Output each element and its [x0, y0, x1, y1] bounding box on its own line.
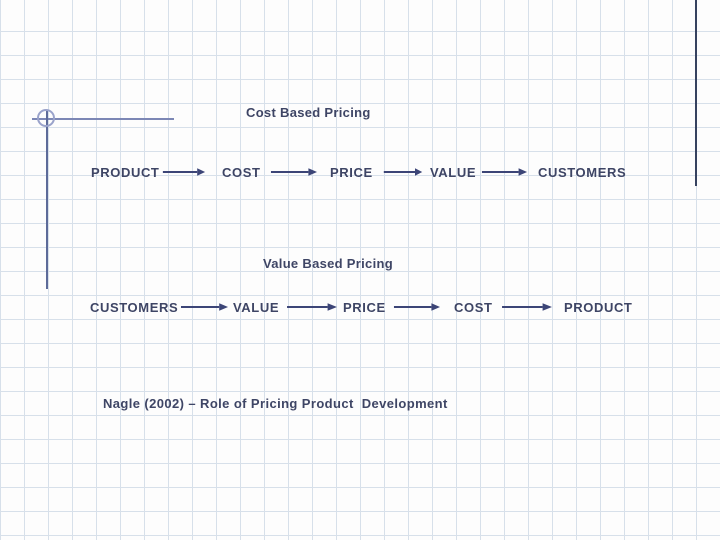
flow-title-value-based: Value Based Pricing — [263, 256, 393, 271]
horizontal-accent-line — [32, 118, 174, 120]
flow1-step-product: PRODUCT — [91, 165, 160, 180]
arrow-right-icon — [383, 167, 423, 177]
flow2-step-cost: COST — [454, 300, 493, 315]
arrow-right-icon — [286, 302, 338, 312]
vertical-accent-line — [46, 110, 48, 289]
arrow-right-icon — [270, 167, 318, 177]
flow-title-cost-based: Cost Based Pricing — [246, 105, 371, 120]
flow2-step-price: PRICE — [343, 300, 386, 315]
flow2-step-product: PRODUCT — [564, 300, 633, 315]
arrow-right-icon — [180, 302, 229, 312]
flow1-step-cost: COST — [222, 165, 261, 180]
flow1-step-price: PRICE — [330, 165, 373, 180]
flow1-step-customers: CUSTOMERS — [538, 165, 627, 180]
flow1-step-value: VALUE — [430, 165, 477, 180]
flow2-step-customers: CUSTOMERS — [90, 300, 179, 315]
arrow-right-icon — [393, 302, 441, 312]
arrow-right-icon — [481, 167, 528, 177]
right-edge-line — [695, 0, 697, 186]
flow2-step-value: VALUE — [233, 300, 280, 315]
citation-text: Nagle (2002) – Role of Pricing Product D… — [103, 396, 448, 411]
arrow-right-icon — [501, 302, 553, 312]
arrow-right-icon — [162, 167, 206, 177]
compass-circle-icon — [37, 109, 55, 127]
